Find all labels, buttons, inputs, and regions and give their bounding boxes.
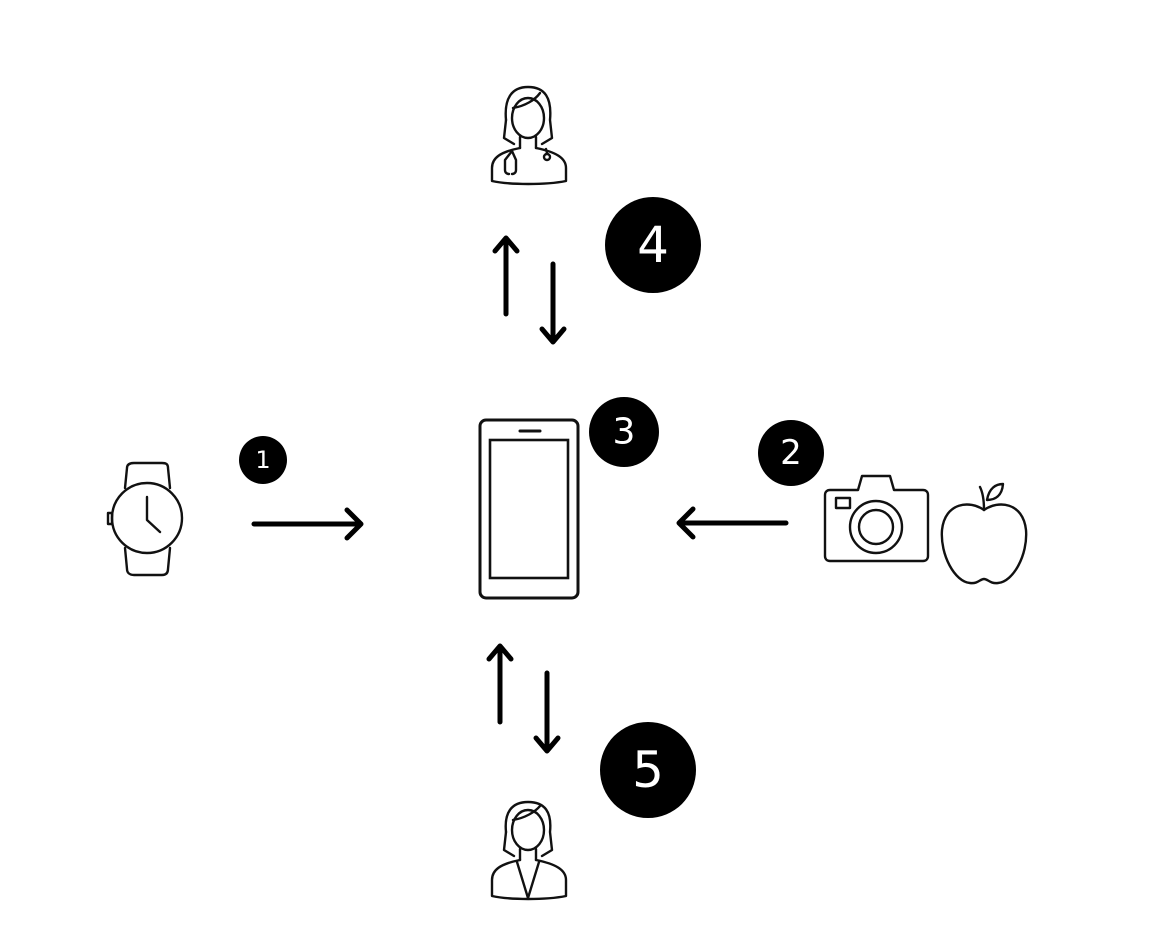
svg-text:3: 3: [613, 412, 636, 453]
arrow-down-to-user: [533, 670, 561, 754]
svg-text:2: 2: [780, 433, 802, 473]
svg-text:5: 5: [632, 741, 664, 799]
arrow-up-to-phone: [486, 643, 514, 725]
arrow-camera-to-phone: [676, 506, 789, 540]
svg-text:1: 1: [255, 446, 270, 474]
step-badge-3: 3: [589, 397, 659, 467]
step-badge-4: 4: [605, 197, 701, 293]
camera-icon: [823, 474, 930, 563]
step-badge-1: 1: [239, 436, 287, 484]
svg-text:4: 4: [637, 216, 669, 274]
user-icon: [490, 800, 568, 901]
step-badge-2: 2: [758, 420, 824, 486]
smartwatch-icon: [106, 461, 184, 577]
smartphone-icon: [478, 418, 580, 600]
step-badge-5: 5: [600, 722, 696, 818]
arrow-down-to-phone: [539, 261, 567, 345]
arrows-user-phone: [486, 643, 561, 754]
doctor-icon: [490, 85, 568, 186]
arrows-doctor-phone: [492, 235, 567, 345]
arrow-up-to-doctor: [492, 235, 520, 317]
arrow-watch-to-phone: [251, 507, 364, 541]
apple-icon: [940, 482, 1028, 585]
